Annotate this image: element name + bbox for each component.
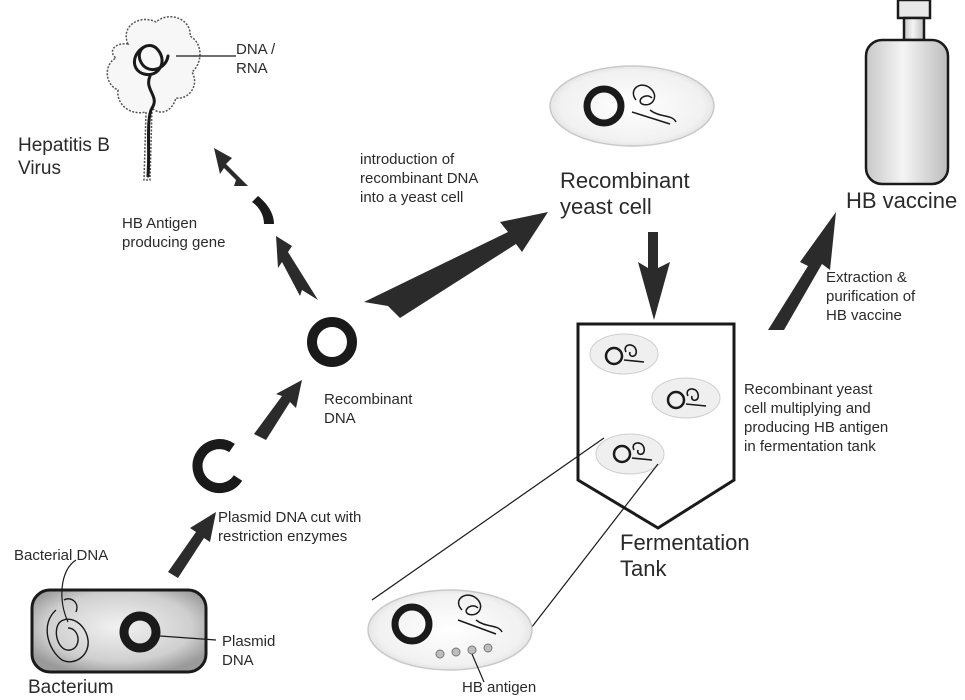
fermentation-tank [576, 322, 736, 530]
recombinant-yeast-cell [549, 65, 715, 147]
label-extraction: Extraction & purification of HB vaccine [826, 269, 916, 324]
label-hepatitis-b-virus: Hepatitis B Virus [18, 135, 110, 179]
bacterium [30, 559, 217, 674]
label-bacterial-dna: Bacterial DNA [14, 547, 109, 564]
arrow-to-yeast-cell [364, 212, 548, 318]
label-multiplying: Recombinant yeast cell multiplying and p… [744, 381, 889, 455]
label-plasmid-cut: Plasmid DNA cut with restriction enzymes [218, 509, 362, 545]
label-hb-antigen-gene: HB Antigen producing gene [122, 215, 226, 251]
arrow-to-fermentation-tank [638, 232, 670, 320]
label-hb-antigen: HB antigen [462, 679, 537, 696]
hb-vaccine-vial [864, 0, 950, 186]
label-fermentation-tank: Fermentation Tank [620, 530, 750, 581]
label-dna-rna: DNA / RNA [236, 41, 276, 77]
label-bacterium: Bacterium [28, 677, 114, 698]
label-plasmid-dna: Plasmid DNA [222, 633, 276, 669]
arrow-plasmid-to-recombinant [254, 380, 302, 440]
zoom-line-left [371, 437, 605, 601]
hepatitis-b-virus [106, 16, 236, 181]
label-recombinant-yeast-cell: Recombinant yeast cell [560, 168, 690, 219]
recombinant-dna-ring [307, 317, 357, 367]
cut-plasmid-icon [192, 439, 243, 494]
arrow-bacterium-to-plasmid [168, 512, 216, 578]
gene-extraction-arrows [214, 148, 318, 300]
label-hb-vaccine: HB vaccine [846, 188, 958, 213]
zoom-line-right [527, 463, 659, 633]
magnified-yeast-cell [367, 589, 533, 683]
arrow-to-hb-vaccine [768, 212, 836, 330]
label-recombinant-dna: Recombinant DNA [324, 391, 413, 427]
label-introduction: introduction of recombinant DNA into a y… [360, 151, 479, 206]
